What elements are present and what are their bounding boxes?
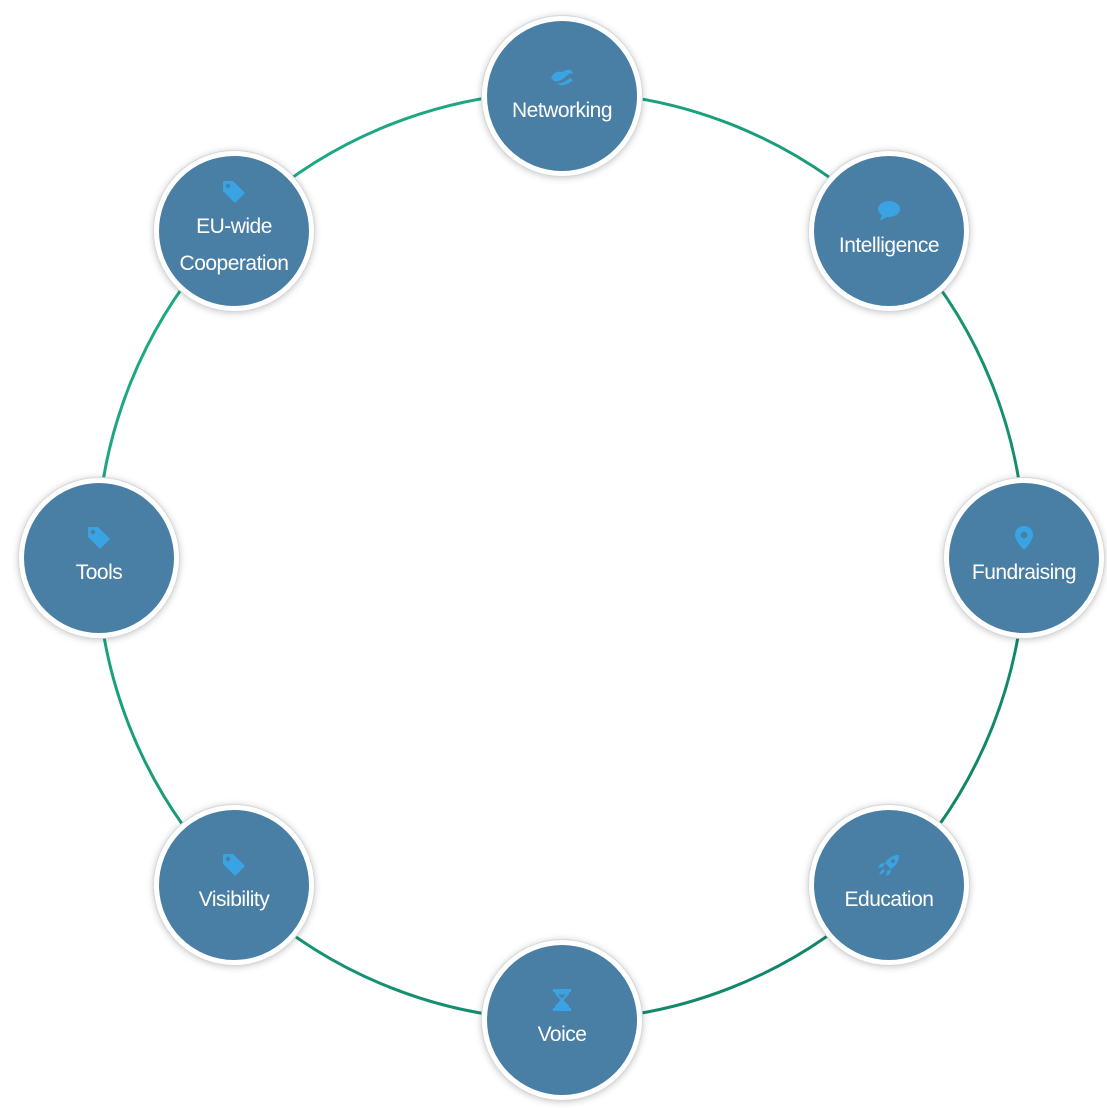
hourglass-icon [549,987,575,1013]
node-label: EU-wide Cooperation [179,215,289,275]
node-tools[interactable]: Tools [19,478,179,638]
tag-icon [221,852,247,878]
node-label: Networking [511,98,613,122]
node-intelligence[interactable]: Intelligence [809,151,969,311]
node-visibility[interactable]: Visibility [154,805,314,965]
node-label: Visibility [198,887,270,911]
node-label: Intelligence [838,233,940,257]
node-voice[interactable]: Voice [482,940,642,1100]
node-fundraising[interactable]: Fundraising [944,478,1104,638]
speech-bubble-icon [876,198,902,224]
node-label: Fundraising [971,560,1077,584]
rocket-icon [876,852,902,878]
node-label: Tools [75,560,123,584]
node-education[interactable]: Education [809,805,969,965]
tag-icon [221,179,247,205]
node-label: Education [844,887,934,911]
node-label: Voice [537,1022,587,1046]
node-networking[interactable]: Networking [482,16,642,176]
handshake-icon [549,63,575,89]
node-eu-wide-cooperation[interactable]: EU-wide Cooperation [154,151,314,311]
tag-icon [86,525,112,551]
map-pin-icon [1011,525,1037,551]
